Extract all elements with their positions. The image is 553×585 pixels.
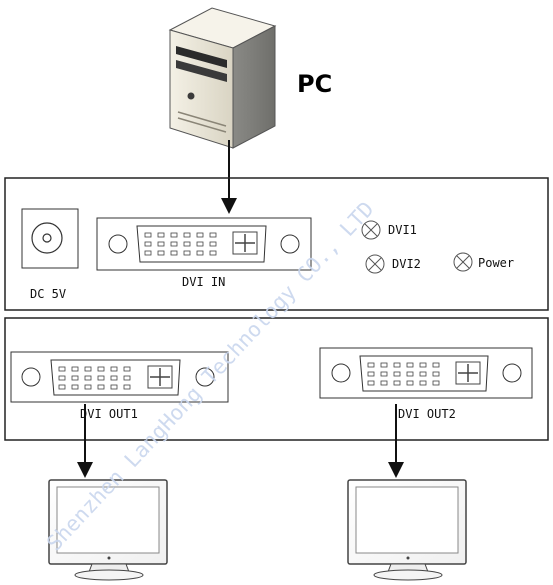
dvi-pin xyxy=(110,384,118,390)
dvi-pin xyxy=(170,250,178,256)
led-power-label: Power xyxy=(478,256,514,270)
dvi-pin xyxy=(110,375,118,381)
pc-label: PC xyxy=(297,70,332,98)
dvi-pin xyxy=(432,371,440,377)
dvi-pin xyxy=(419,380,427,386)
dvi-pin xyxy=(144,241,152,247)
dvi-pin xyxy=(170,241,178,247)
dvi-pin xyxy=(123,366,131,372)
dvi-pin xyxy=(157,232,165,238)
dvi-pin xyxy=(97,366,105,372)
dvi-out2-connector xyxy=(319,347,533,399)
dvi-pin xyxy=(367,380,375,386)
dvi-in-connector xyxy=(96,217,312,271)
dvi-pin xyxy=(432,362,440,368)
dvi-pin xyxy=(110,366,118,372)
dvi-pin xyxy=(419,371,427,377)
dvi-pin xyxy=(380,362,388,368)
led-dvi2 xyxy=(365,254,385,274)
dvi-pin xyxy=(144,250,152,256)
dvi-pin xyxy=(157,241,165,247)
dvi-pin xyxy=(393,362,401,368)
dvi-pin xyxy=(432,380,440,386)
dvi-pin xyxy=(196,232,204,238)
dc-5v-label: DC 5V xyxy=(30,287,66,301)
dvi-out2-label: DVI OUT2 xyxy=(398,407,456,421)
dvi-pin xyxy=(58,384,66,390)
dvi-pin xyxy=(393,380,401,386)
dvi-pin xyxy=(123,384,131,390)
dvi-pin xyxy=(196,241,204,247)
monitor-1-icon xyxy=(48,479,168,581)
pc-tower-icon xyxy=(168,7,277,149)
dvi-pin xyxy=(123,375,131,381)
dvi-out1-connector xyxy=(10,351,229,403)
dvi-pin xyxy=(183,241,191,247)
dc-jack-icon xyxy=(31,222,63,254)
dvi-pin xyxy=(183,250,191,256)
dvi-pin xyxy=(419,362,427,368)
dvi-pin xyxy=(196,250,204,256)
dvi-pin xyxy=(406,371,414,377)
dvi-out2-pins xyxy=(367,362,440,386)
dvi-pin xyxy=(58,375,66,381)
dvi-in-pins xyxy=(144,232,217,256)
dvi-out1-label: DVI OUT1 xyxy=(80,407,138,421)
dvi-pin xyxy=(393,371,401,377)
dvi-pin xyxy=(97,384,105,390)
dvi-pin xyxy=(71,384,79,390)
dvi-pin xyxy=(367,371,375,377)
dvi-pin xyxy=(97,375,105,381)
dvi-pin xyxy=(209,250,217,256)
dvi-pin xyxy=(406,380,414,386)
dvi-in-label: DVI IN xyxy=(182,275,225,289)
dvi-pin xyxy=(71,375,79,381)
led-dvi1 xyxy=(361,220,381,240)
dvi-pin xyxy=(367,362,375,368)
dvi-pin xyxy=(84,384,92,390)
dvi-pin xyxy=(84,375,92,381)
output-panel: DVI OUT1 DVI OUT2 xyxy=(4,317,549,441)
dvi-pin xyxy=(58,366,66,372)
led-power xyxy=(453,252,473,272)
dvi-pin xyxy=(380,371,388,377)
dvi-pin xyxy=(209,241,217,247)
dvi-pin xyxy=(406,362,414,368)
dvi-pin xyxy=(157,250,165,256)
led-dvi2-label: DVI2 xyxy=(392,257,421,271)
dvi-pin xyxy=(380,380,388,386)
dvi-pin xyxy=(84,366,92,372)
dvi-out1-pins xyxy=(58,366,131,390)
dvi-pin xyxy=(183,232,191,238)
dvi-pin xyxy=(144,232,152,238)
dvi-pin xyxy=(170,232,178,238)
input-panel: DC 5V DVI IN DVI1 DVI2 xyxy=(4,177,549,311)
led-dvi1-label: DVI1 xyxy=(388,223,417,237)
dvi-pin xyxy=(209,232,217,238)
monitor-2-icon xyxy=(347,479,467,581)
dvi-pin xyxy=(71,366,79,372)
